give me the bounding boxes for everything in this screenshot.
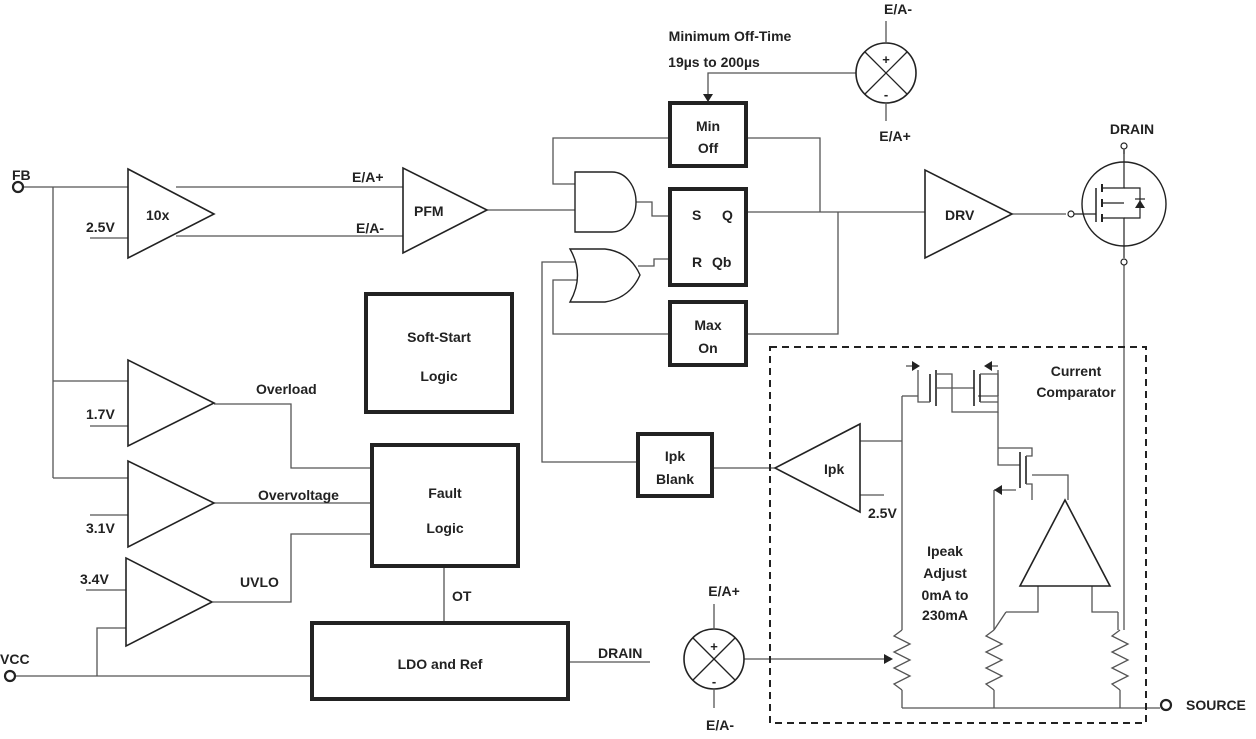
and-gate — [574, 171, 637, 233]
drv-label: DRV — [945, 207, 975, 223]
bottom-summing-node — [683, 604, 745, 708]
fb-pin — [11, 180, 25, 194]
ldo-block — [310, 621, 570, 701]
ref-2v5-label: 2.5V — [86, 219, 115, 235]
mosfet-drain-label: DRAIN — [1110, 121, 1154, 137]
ldo-drain-label: DRAIN — [598, 645, 642, 661]
driver-amplifier — [924, 168, 1014, 260]
ot-label: OT — [452, 588, 472, 604]
resistors — [892, 611, 1130, 691]
pfm-label: PFM — [414, 203, 444, 219]
ipk-amplifier — [773, 422, 861, 514]
max-on-label-2: On — [698, 340, 717, 356]
power-mosfet-icon — [1067, 142, 1167, 266]
soft-start-label-1: Soft-Start — [407, 329, 471, 345]
min-off-time-range: 19µs to 200µs — [668, 54, 760, 70]
soft-start-block — [364, 292, 514, 414]
current-comparator-boundary — [769, 346, 1147, 724]
bottom-summer-plus: + — [710, 639, 718, 654]
min-off-time-title: Minimum Off-Time — [669, 28, 792, 44]
source-pin-label: SOURCE — [1186, 697, 1246, 713]
bottom-summer-minus: - — [712, 674, 716, 689]
ref-3v4-label: 3.4V — [80, 571, 109, 587]
ipk-blank-label-1: Ipk — [665, 448, 685, 464]
max-on-label-1: Max — [694, 317, 721, 333]
soft-start-label-2: Logic — [420, 368, 458, 384]
max-on-block — [668, 300, 748, 367]
latch-q-label: Q — [722, 207, 733, 223]
current-comparator-amp — [1018, 498, 1112, 587]
or-gate — [568, 248, 641, 303]
ipk-blank-label-2: Blank — [656, 471, 694, 487]
current-comparator-label-1: Current — [1051, 363, 1102, 379]
ref-3v1-label: 3.1V — [86, 520, 115, 536]
latch-s-label: S — [692, 207, 701, 223]
gain-label: 10x — [146, 207, 170, 223]
ref-1v7-label: 1.7V — [86, 406, 115, 422]
uvlo-comparator — [125, 556, 214, 648]
fault-label-1: Fault — [428, 485, 462, 501]
ipk-blank-block — [636, 432, 714, 498]
ldo-label: LDO and Ref — [398, 656, 483, 672]
uvlo-label: UVLO — [240, 574, 279, 590]
mirror-fets-icon — [912, 361, 1033, 500]
ipeak-adjust-label-3: 0mA to — [922, 587, 969, 603]
ipeak-adjust-label-4: 230mA — [922, 607, 968, 623]
vcc-pin — [3, 669, 17, 683]
pfm-amplifier — [402, 166, 489, 255]
ipeak-adjust-label-1: Ipeak — [927, 543, 963, 559]
current-comparator-label-2: Comparator — [1036, 384, 1116, 400]
ipk-amp-label: Ipk — [824, 461, 844, 477]
overload-comparator — [127, 358, 216, 448]
min-off-label-1: Min — [696, 118, 720, 134]
min-off-block — [668, 101, 748, 168]
min-off-label-2: Off — [698, 140, 719, 156]
fb-pin-label: FB — [12, 167, 31, 183]
ipk-ref-label: 2.5V — [868, 505, 897, 521]
latch-qb-label: Qb — [712, 254, 731, 270]
top-summer-minus: - — [884, 87, 888, 102]
gain-amplifier — [127, 167, 216, 260]
min-off-arrow-icon — [703, 94, 713, 102]
top-summer-top-label: E/A- — [884, 1, 912, 17]
vcc-pin-label: VCC — [0, 651, 30, 667]
latch-r-label: R — [692, 254, 702, 270]
fault-logic-block — [370, 443, 520, 568]
bottom-summer-bottom-label: E/A- — [706, 717, 734, 733]
ipeak-adjust-label-2: Adjust — [923, 565, 967, 581]
fault-label-2: Logic — [426, 520, 464, 536]
summer-arrow-icon — [884, 654, 893, 664]
overvoltage-comparator — [127, 459, 216, 549]
wires — [12, 72, 1160, 709]
pfm-ea-minus-label: E/A- — [356, 220, 384, 236]
bottom-summer-top-label: E/A+ — [708, 583, 740, 599]
pins — [3, 180, 1173, 712]
pfm-ea-plus-label: E/A+ — [352, 169, 384, 185]
overvoltage-label: Overvoltage — [258, 487, 339, 503]
overload-label: Overload — [256, 381, 317, 397]
top-summer-bottom-label: E/A+ — [879, 128, 911, 144]
source-pin — [1159, 698, 1173, 712]
sr-latch-block — [668, 187, 748, 287]
top-summing-node — [855, 21, 917, 121]
top-summer-plus: + — [882, 52, 890, 67]
